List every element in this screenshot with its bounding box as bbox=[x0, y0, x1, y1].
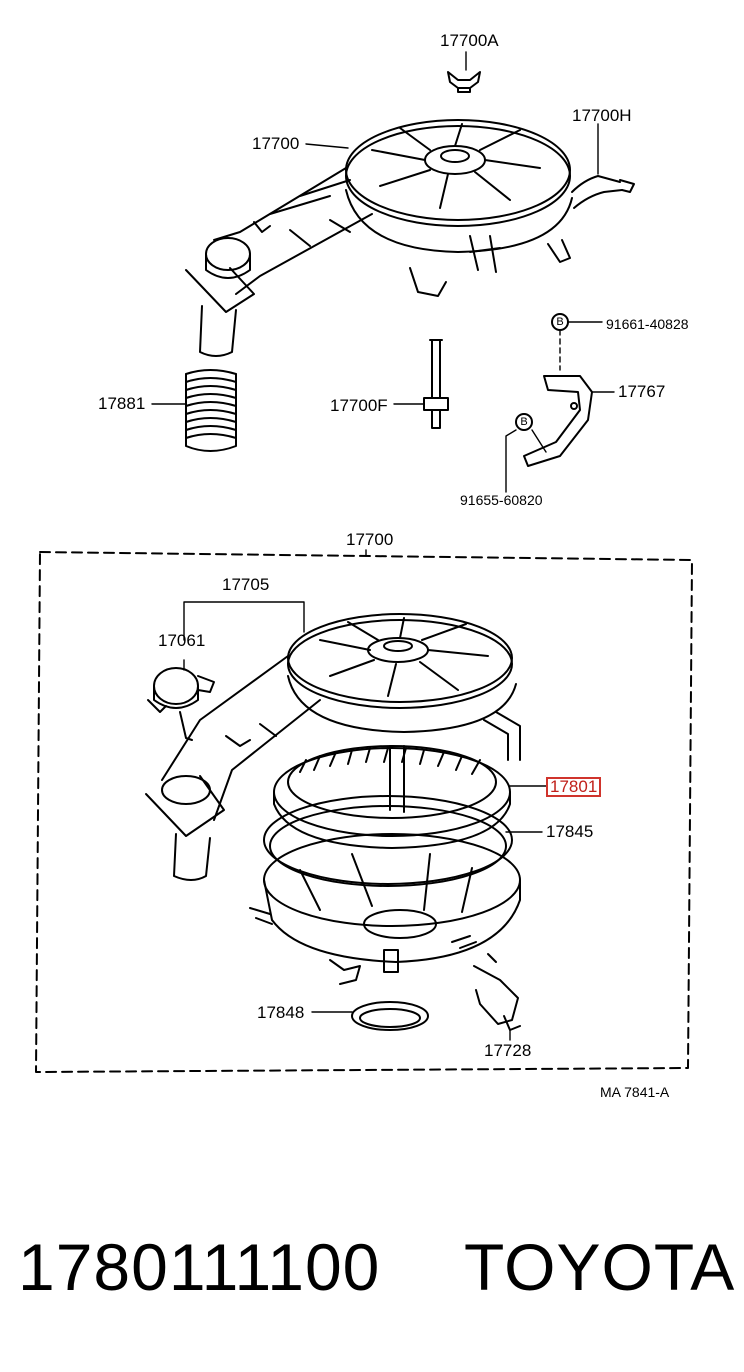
gasket-17845 bbox=[263, 795, 513, 887]
part-label-17061: 17061 bbox=[158, 631, 206, 650]
gasket-17848 bbox=[351, 1001, 429, 1031]
air-cleaner-lid-17705 bbox=[145, 613, 521, 881]
footer-part-number: 1780111100 bbox=[18, 1230, 381, 1304]
leader-lines bbox=[151, 51, 615, 1041]
case-bottom bbox=[249, 833, 521, 963]
part-label-17700A: 17700A bbox=[440, 31, 499, 50]
hose-17881 bbox=[185, 369, 237, 452]
part-label-17767: 17767 bbox=[618, 382, 666, 401]
valve-17728 bbox=[473, 953, 521, 1031]
group-border-17700 bbox=[35, 551, 693, 1073]
stud-bolt-17700F bbox=[423, 339, 449, 429]
part-label-91655-60820: 91655-60820 bbox=[460, 492, 543, 508]
filter-element-17801 bbox=[273, 745, 511, 849]
part-label-17801-highlighted[interactable]: 17801 bbox=[546, 777, 602, 797]
footer-brand: TOYOTA bbox=[464, 1230, 736, 1304]
part-label-17845: 17845 bbox=[546, 822, 594, 841]
air-cleaner-assembly-top bbox=[185, 119, 635, 357]
fittings bbox=[329, 949, 399, 985]
part-label-17728: 17728 bbox=[484, 1041, 532, 1060]
wing-nut-17700A bbox=[447, 71, 481, 93]
part-label-17705: 17705 bbox=[222, 575, 270, 594]
bracket-17767 bbox=[523, 375, 593, 467]
part-label-91661-40828: 91661-40828 bbox=[606, 316, 689, 332]
part-label-17848: 17848 bbox=[257, 1003, 305, 1022]
part-label-17700-group: 17700 bbox=[346, 530, 394, 549]
drawing-reference: MA 7841-A bbox=[600, 1084, 670, 1100]
bolt-marker-label: B bbox=[556, 316, 564, 328]
part-label-17700-top: 17700 bbox=[252, 134, 300, 153]
part-label-17700H: 17700H bbox=[572, 106, 632, 125]
vacuum-motor-17061 bbox=[147, 667, 215, 741]
part-label-17881: 17881 bbox=[98, 394, 146, 413]
bolt-marker-label-2: B bbox=[520, 416, 528, 428]
part-label-17700F: 17700F bbox=[330, 396, 388, 415]
